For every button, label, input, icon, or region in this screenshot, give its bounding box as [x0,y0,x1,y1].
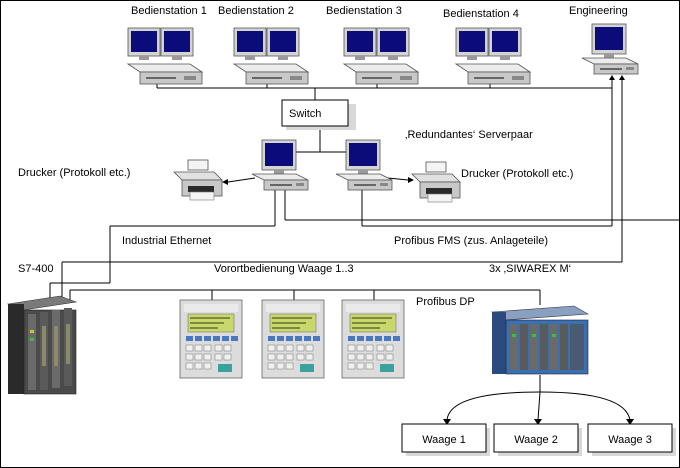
local-operation-label: Vorortbedienung Waage 1..3 [214,263,354,275]
printer-right-label: Drucker (Protokoll etc.) [461,168,573,180]
station-label: Bedienstation 3 [326,5,402,17]
waage-1: Waage 1 [401,423,490,456]
scale-box [401,423,487,453]
engineering-station: Engineering [569,5,639,75]
switch-label: Switch [289,108,321,120]
profibus-dp-label: Profibus DP [416,296,475,308]
bedienstation-3: Bedienstation 3 [326,5,419,85]
operator-panel-icon [179,299,243,379]
siwarex-label: 3x ‚SIWAREX M‘ [489,263,571,275]
bedienstation-1: Bedienstation 1 [127,5,207,85]
switch: Switch [281,99,356,130]
bedienstation-2: Bedienstation 2 [218,5,309,85]
station-label: Bedienstation 2 [218,5,294,17]
station-label: Bedienstation 1 [131,5,207,17]
waage-2: Waage 2 [493,423,582,456]
siwarex-rack-icon [490,305,590,375]
bedienstation-4: Bedienstation 4 [443,8,531,85]
scale-label: Waage 1 [422,434,466,446]
profibus-fms-label: Profibus FMS (zus. Anlageteile) [394,235,548,247]
s7-400-label: S7-400 [18,263,53,275]
scale-label: Waage 2 [514,434,558,446]
scale-box [587,423,673,453]
industrial-ethernet-label: Industrial Ethernet [122,235,211,247]
network-lines [49,80,680,421]
operator-panel-icon [261,299,325,379]
waage-3: Waage 3 [587,423,676,456]
printer-left-label: Drucker (Protokoll etc.) [18,167,130,179]
scale-box [493,423,579,453]
server-pair-label: ‚Redundantes‘ Serverpaar [405,129,533,141]
scale-label: Waage 3 [608,434,652,446]
operator-panel-icon [341,299,405,379]
switch-box [281,99,349,127]
station-label: Bedienstation 4 [443,8,519,20]
plc-rack-icon [6,295,78,395]
station-label: Engineering [569,5,628,17]
